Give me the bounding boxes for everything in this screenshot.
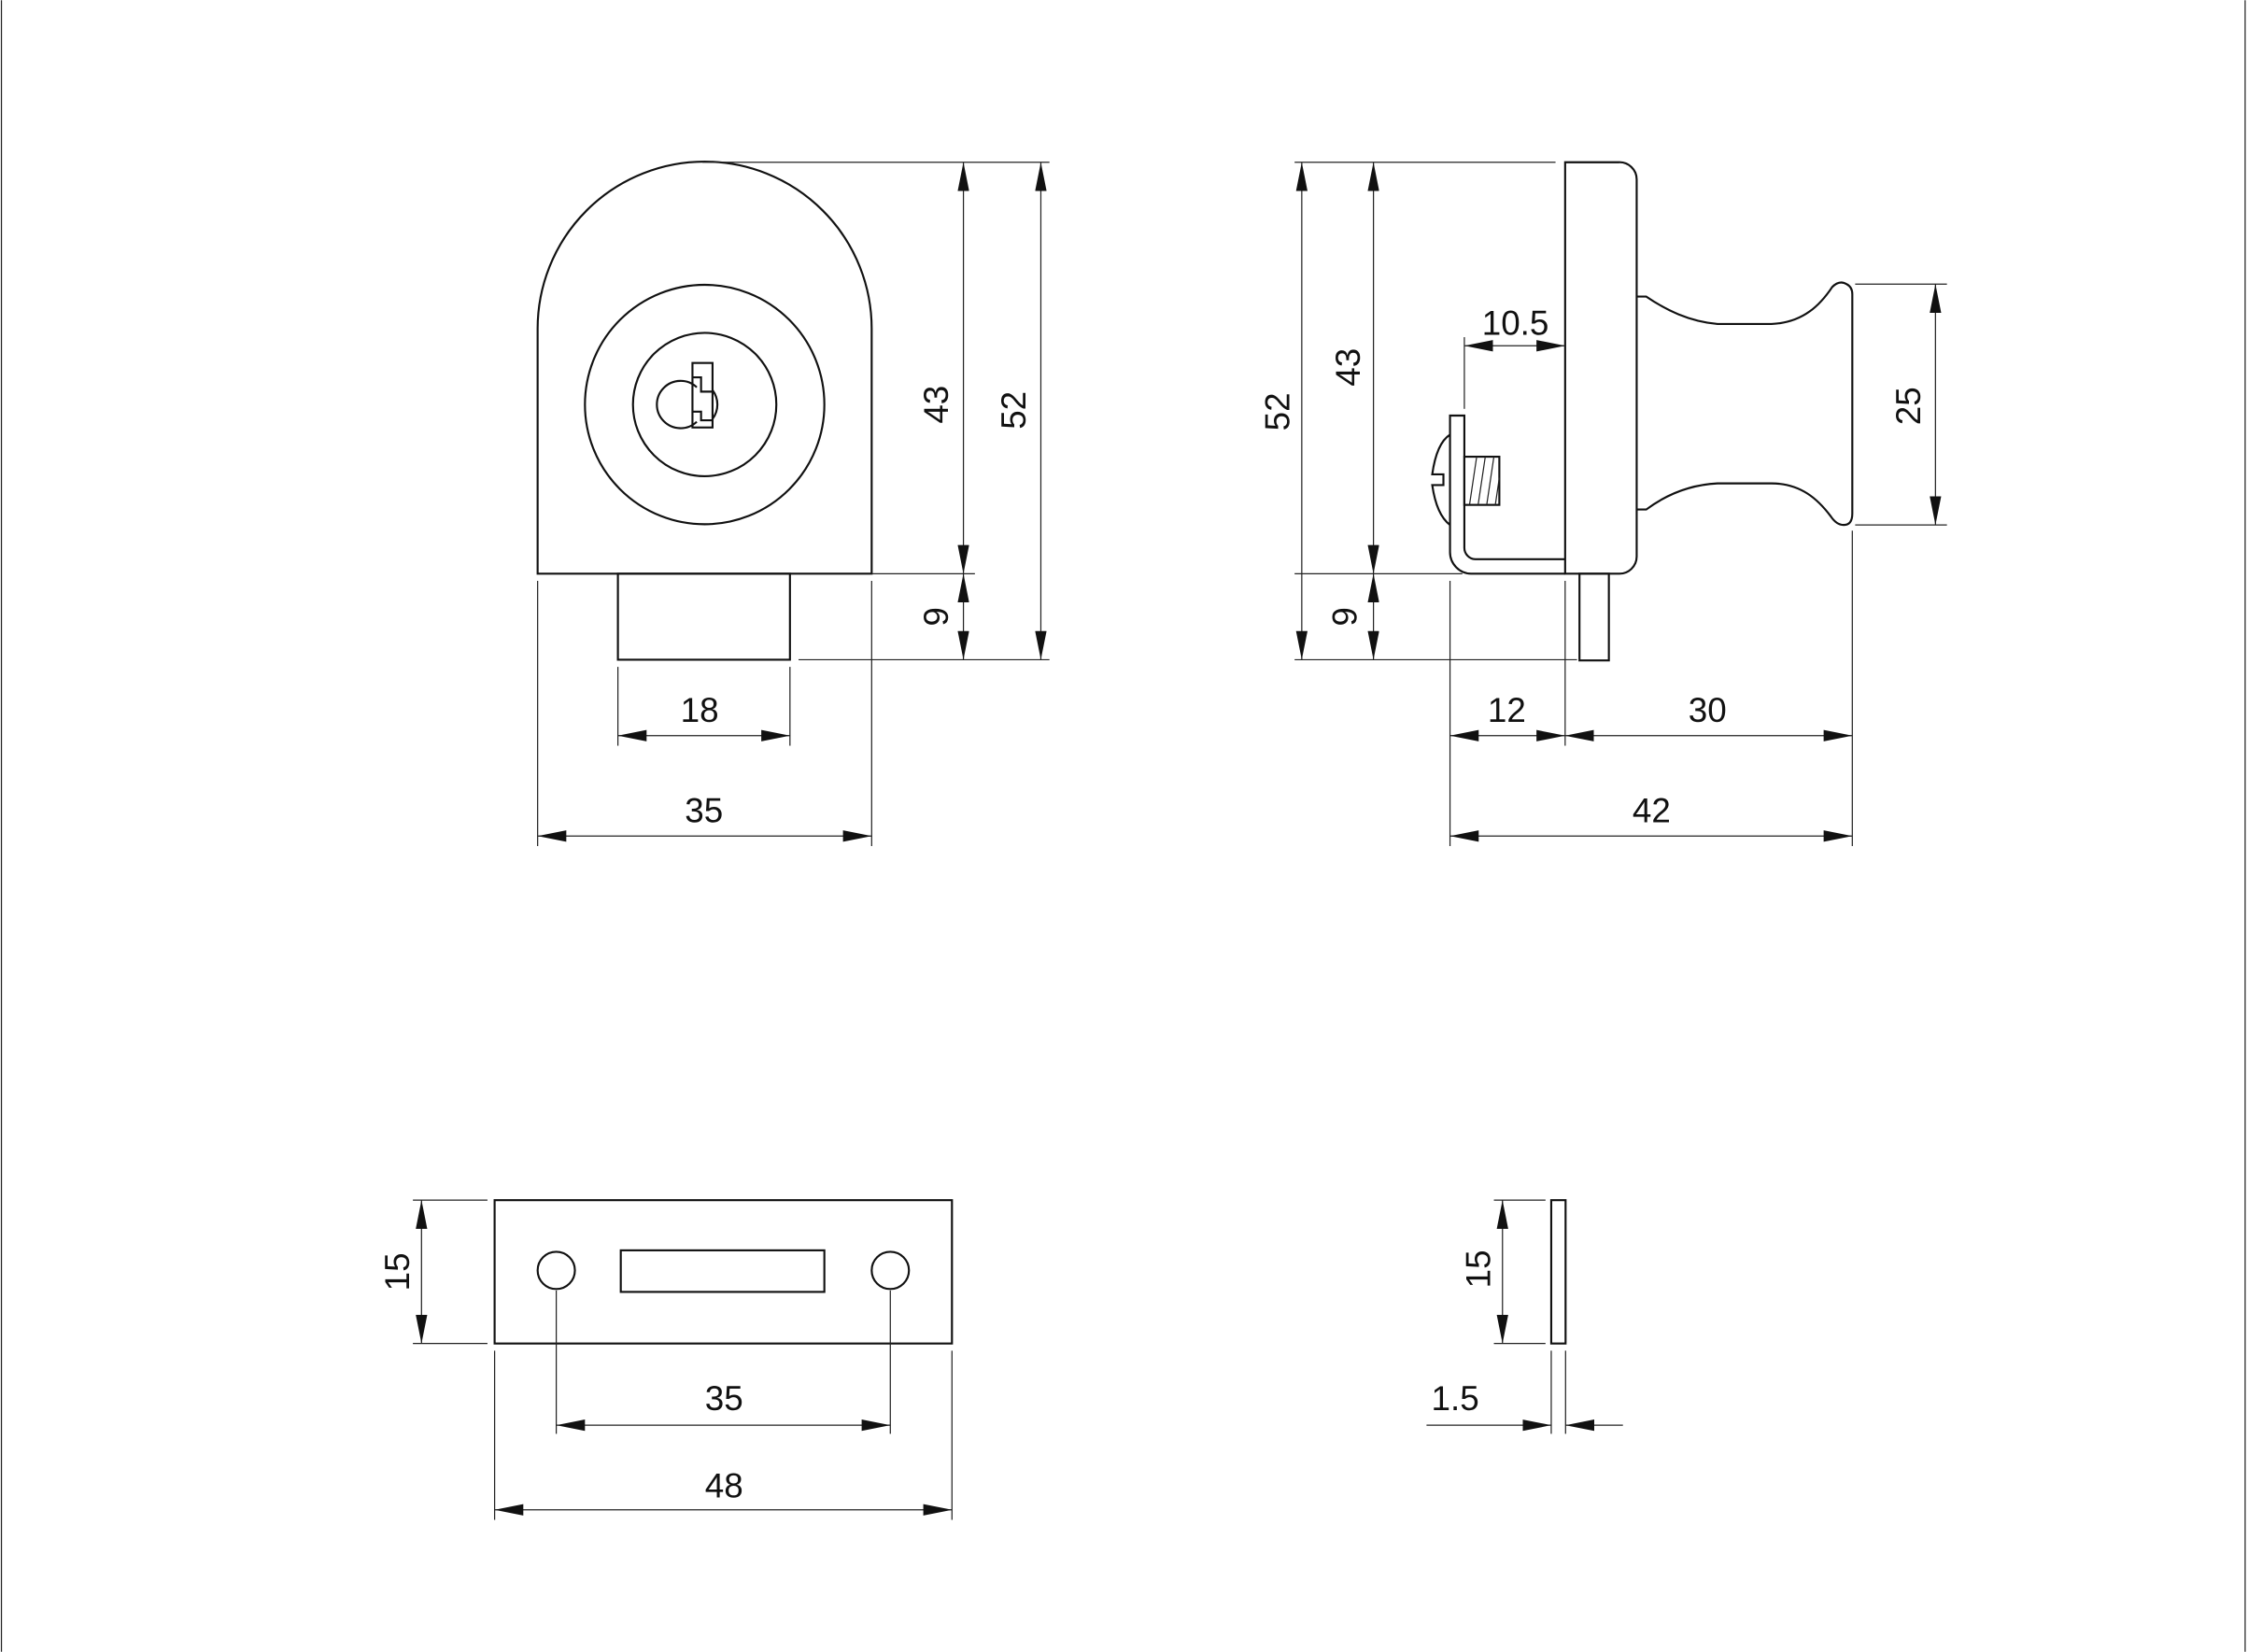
dimension-label: 12 [1488,691,1526,729]
dimension-label: 43 [917,386,955,424]
dimension-label: 18 [681,691,719,729]
key-slot [691,361,714,429]
cylinder-outer-ring [584,283,826,526]
strike-plate-outline [493,1199,954,1345]
cylinder-inner-ring [631,332,778,478]
latch-slot [619,1249,826,1293]
dimension-label: 48 [705,1466,743,1504]
dimension-label: 25 [1889,387,1928,425]
lock-pin [1578,572,1610,662]
front-view: 43 9 52 18 35 [536,161,1050,846]
lock-body-outline [536,161,873,575]
strike-plate-side-outline [1549,1199,1567,1345]
screw-hole-left [536,1250,576,1291]
side-view: 52 43 9 10.5 25 12 30 42 [1259,161,1947,846]
l-bracket [1449,414,1565,575]
dimension-label: 52 [995,391,1033,430]
dimension-label: 35 [705,1379,743,1418]
lock-plate-side [1563,161,1638,575]
dimension-label: 42 [1633,791,1671,829]
strike-plate-front-view: 15 35 48 [378,1199,954,1520]
key-profile [692,375,713,422]
knob-profile [1636,281,1854,527]
thread-hatching [1468,456,1500,505]
dimension-label: 35 [685,791,723,829]
dimension-label: 9 [1326,607,1364,626]
keyhole-circle-right [712,389,719,420]
dimension-label: 15 [1459,1250,1497,1288]
lock-stem [616,572,791,661]
dimension-label: 30 [1689,691,1727,729]
screw-head [1431,433,1451,526]
dimension-label: 1.5 [1432,1379,1479,1418]
strike-plate-side-view: 15 1.5 [1426,1199,1623,1434]
keyhole-circle [656,379,698,430]
dimension-label: 9 [917,607,955,626]
dimension-label: 10.5 [1482,304,1549,342]
screw-hole-right [870,1250,911,1291]
dimension-label: 52 [1259,392,1297,431]
dimension-label: 43 [1329,348,1367,387]
dimension-label: 15 [378,1252,417,1291]
